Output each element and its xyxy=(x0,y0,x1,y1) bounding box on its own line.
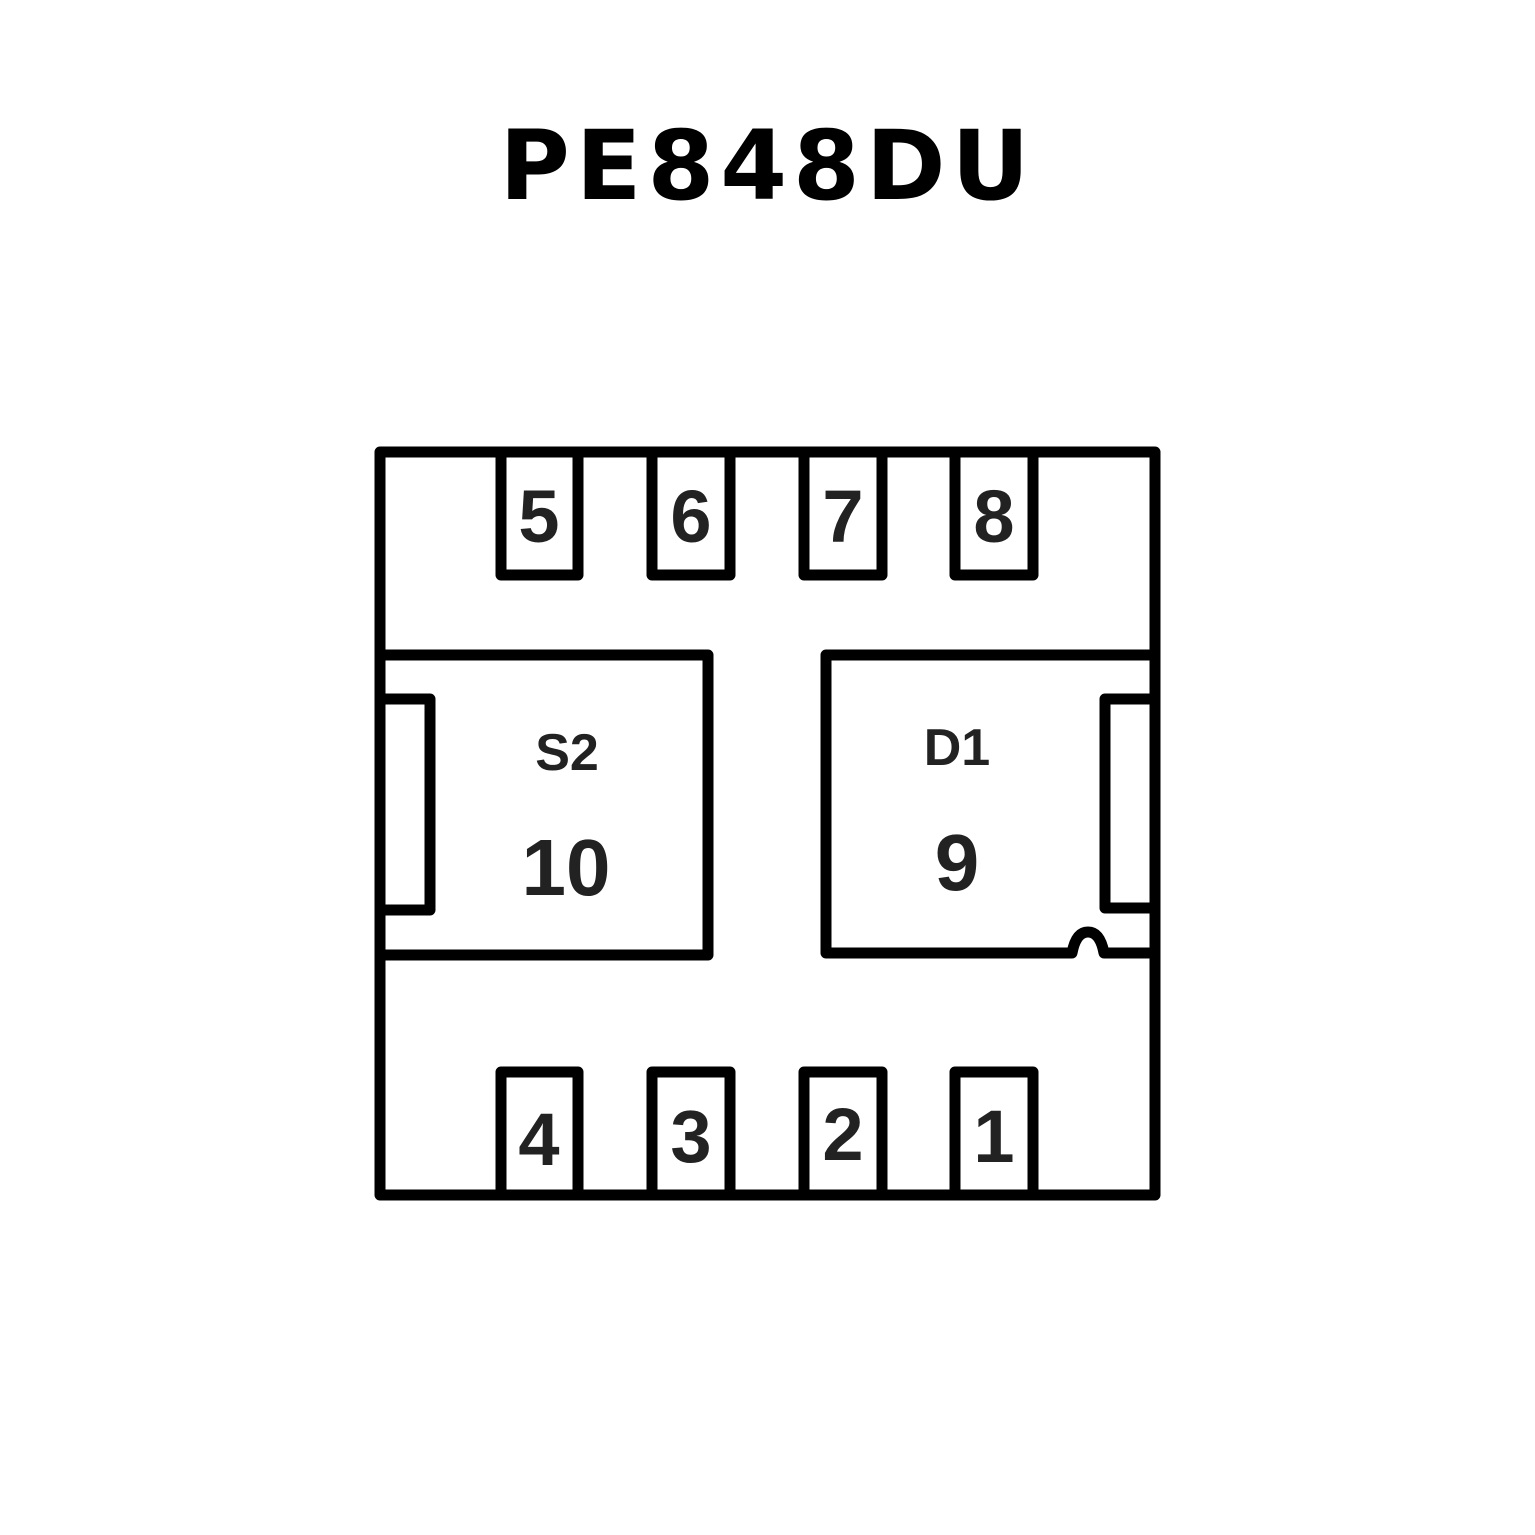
pin-label: 8 xyxy=(973,475,1014,558)
pad-s2-number: 10 xyxy=(522,823,611,912)
pad-s2-tab xyxy=(380,693,436,916)
pad-d1-tab xyxy=(1099,693,1155,914)
pin-label: 4 xyxy=(518,1098,559,1181)
pin-label: 1 xyxy=(973,1095,1014,1178)
pin-5 xyxy=(495,446,584,581)
pad-d1-outline xyxy=(820,649,1155,959)
pin-1 xyxy=(949,1066,1039,1201)
pin-label: 7 xyxy=(822,475,863,558)
pin-label: 3 xyxy=(670,1095,711,1178)
pin-label: 6 xyxy=(670,475,711,558)
pin-4 xyxy=(495,1066,584,1201)
pin-8 xyxy=(949,446,1039,581)
pad-s2-label: S2 xyxy=(535,724,599,782)
pin-7 xyxy=(798,446,888,581)
pin-2 xyxy=(798,1066,888,1201)
part-number-title: PE848DU xyxy=(499,110,1036,222)
pin-label: 5 xyxy=(518,475,559,558)
pin-3 xyxy=(646,1066,736,1201)
pad-d1-number: 9 xyxy=(935,818,980,907)
pin-6 xyxy=(646,446,736,581)
pad-s2-outline xyxy=(380,649,714,961)
pin-label: 2 xyxy=(822,1093,863,1176)
package-outline xyxy=(374,446,1161,1201)
pad-d1-label: D1 xyxy=(924,719,990,777)
